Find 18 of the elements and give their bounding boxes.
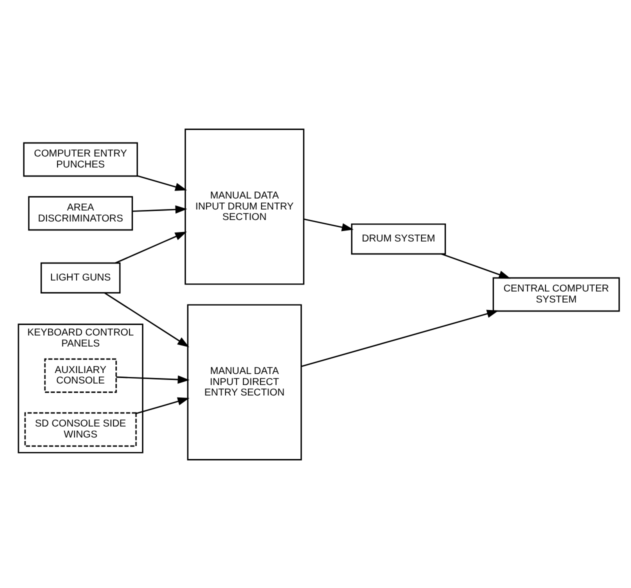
node-box: SD CONSOLE SIDE WINGS <box>24 412 137 446</box>
arrow <box>304 218 354 231</box>
arrow <box>115 231 187 264</box>
node-box: AUXILIARY CONSOLE <box>44 358 117 392</box>
node-box: AREA DISCRIMINATORS <box>28 196 133 230</box>
node-box: MANUAL DATA INPUT DRUM ENTRY SECTION <box>184 128 304 284</box>
node-box: LIGHT GUNS <box>40 262 121 293</box>
arrow <box>116 374 190 384</box>
node-box: MANUAL DATA INPUT DIRECT ENTRY SECTION <box>187 304 302 460</box>
node-box: COMPUTER ENTRY PUNCHES <box>23 142 138 176</box>
arrow <box>132 204 188 214</box>
node-box: CENTRAL COMPUTER SYSTEM <box>492 276 620 312</box>
arrow <box>104 292 190 347</box>
arrow <box>441 252 511 278</box>
arrow <box>136 396 190 414</box>
arrow <box>137 174 188 190</box>
arrow <box>301 309 499 366</box>
node-box: DRUM SYSTEM <box>351 222 446 254</box>
